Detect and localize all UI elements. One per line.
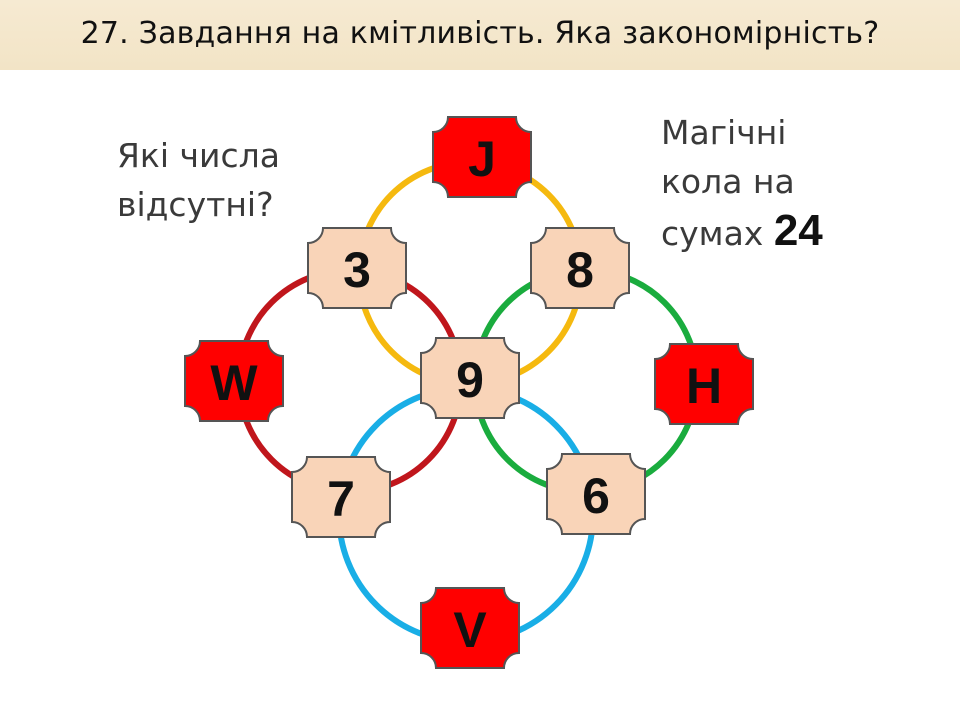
tile-label: V [453, 602, 487, 658]
hint-line-3: сумах 24 [661, 206, 823, 258]
question-line-2: відсутні? [117, 185, 274, 224]
tile-shape [184, 340, 284, 422]
slide-title: 27. Завдання на кмітливість. Яка законом… [80, 16, 880, 51]
tile-6: 6 [546, 453, 646, 535]
tile-label: J [468, 131, 496, 187]
tile-shape [654, 343, 754, 425]
tile-shape [546, 453, 646, 535]
tile-shape [432, 116, 532, 198]
tile-label: 9 [456, 352, 484, 408]
hint-sum-prefix: сумах [661, 214, 764, 253]
hint-sum-number: 24 [773, 206, 823, 255]
tile-j: J [432, 116, 532, 198]
tile-h: H [654, 343, 754, 425]
tile-label: 7 [327, 471, 355, 527]
tile-v: V [420, 587, 520, 669]
tile-label: 6 [582, 468, 610, 524]
tile-shape [307, 227, 407, 309]
tile-label: H [686, 358, 722, 414]
tile-shape [420, 337, 520, 419]
tile-shape [530, 227, 630, 309]
tile-label: 3 [343, 242, 371, 298]
tile-w: W [184, 340, 284, 422]
tile-label: W [210, 355, 258, 411]
tile-shape [420, 587, 520, 669]
tile-9: 9 [420, 337, 520, 419]
tile-shape [291, 456, 391, 538]
hint-line-2: кола на [661, 162, 795, 201]
hint-line-1: Магічні [661, 113, 787, 152]
question-line-1: Які числа [117, 136, 280, 175]
tile-label: 8 [566, 242, 594, 298]
tile-8: 8 [530, 227, 630, 309]
title-band [0, 0, 960, 70]
tile-7: 7 [291, 456, 391, 538]
question-note: Які числа відсутні? [117, 131, 280, 229]
hint-note: Магічні кола на сумах 24 [661, 108, 823, 258]
tile-3: 3 [307, 227, 407, 309]
